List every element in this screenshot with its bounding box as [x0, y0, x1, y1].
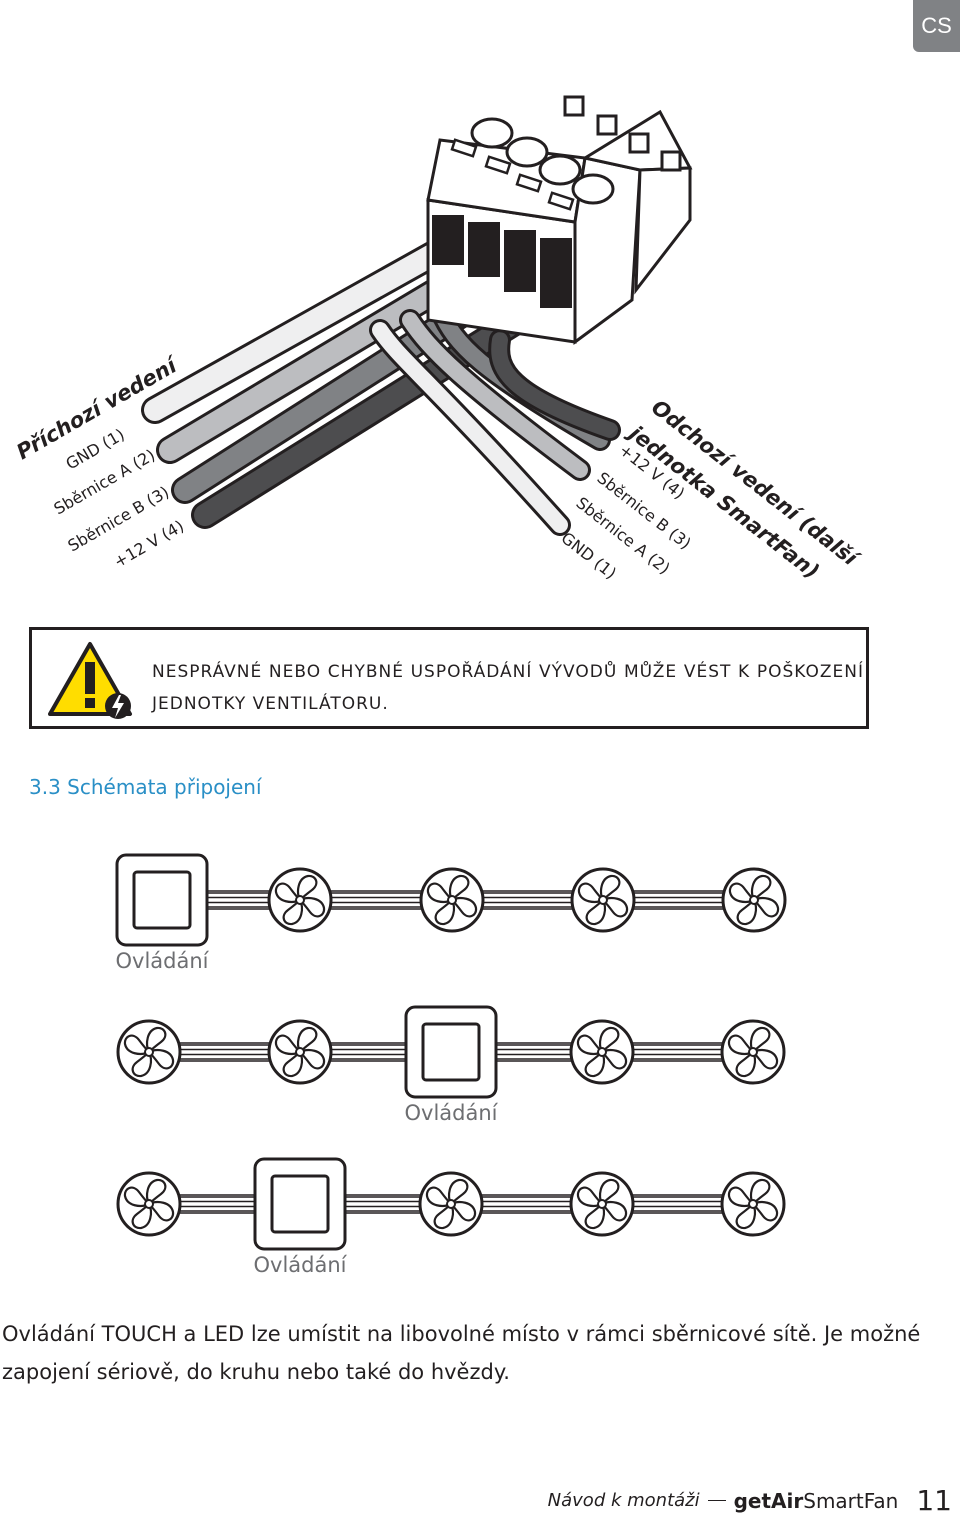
warning-box: Nesprávné nebo chybné uspořádání vývodů …: [29, 627, 869, 729]
language-badge: CS: [913, 0, 960, 52]
outgoing-wire-4: [488, 329, 621, 441]
fan-icon: [267, 1019, 333, 1085]
fan-icon: [116, 1019, 182, 1085]
fan-icon: [570, 867, 636, 933]
connector-diagram: Příchozí vedení GND (1)Sběrnice A (2)Sbě…: [13, 95, 864, 584]
control-label: Ovládání: [253, 1253, 347, 1277]
control-unit-icon: [253, 1157, 347, 1251]
control-unit-icon: [404, 1005, 498, 1099]
fan-icon: [720, 1019, 786, 1085]
scheme-row-2: Ovládání: [116, 1005, 786, 1125]
outgoing-wire-1: [369, 319, 571, 536]
footer-brand-bold: getAir: [733, 1488, 804, 1513]
footer-dash: [707, 1500, 726, 1501]
section-title: 3.3 Schémata připojení: [29, 775, 262, 799]
terminal-block-icon: [426, 95, 693, 345]
control-label: Ovládání: [404, 1101, 498, 1125]
footer-brand-rest: SmartFan: [803, 1488, 899, 1513]
fan-icon: [721, 867, 787, 933]
fan-icon: [418, 1171, 484, 1237]
warning-text: Nesprávné nebo chybné uspořádání vývodů …: [152, 662, 864, 714]
control-unit-icon: [115, 853, 209, 947]
incoming-wires: [141, 231, 564, 529]
incoming-wire-1: [141, 231, 464, 424]
fan-icon: [267, 867, 333, 933]
warning-triangle-icon: [48, 642, 132, 719]
footer: Návod k montáži getAir SmartFan 11: [548, 1484, 952, 1517]
scheme-row-3: Ovládání: [116, 1157, 786, 1277]
scheme-row-1: Ovládání: [115, 853, 787, 973]
fan-icon: [569, 1171, 635, 1237]
footer-manual-title: Návod k montáži: [547, 1490, 700, 1511]
fan-icon: [720, 1171, 786, 1237]
outgoing-wire-2: [399, 309, 591, 481]
fan-icon: [569, 1019, 635, 1085]
control-label: Ovládání: [115, 949, 209, 973]
fan-icon: [116, 1171, 182, 1237]
page-number: 11: [916, 1484, 952, 1517]
outgoing-wires: [369, 299, 621, 536]
fan-icon: [419, 867, 485, 933]
body-paragraph: Ovládání TOUCH a LED lze umístit na libo…: [2, 1322, 921, 1384]
